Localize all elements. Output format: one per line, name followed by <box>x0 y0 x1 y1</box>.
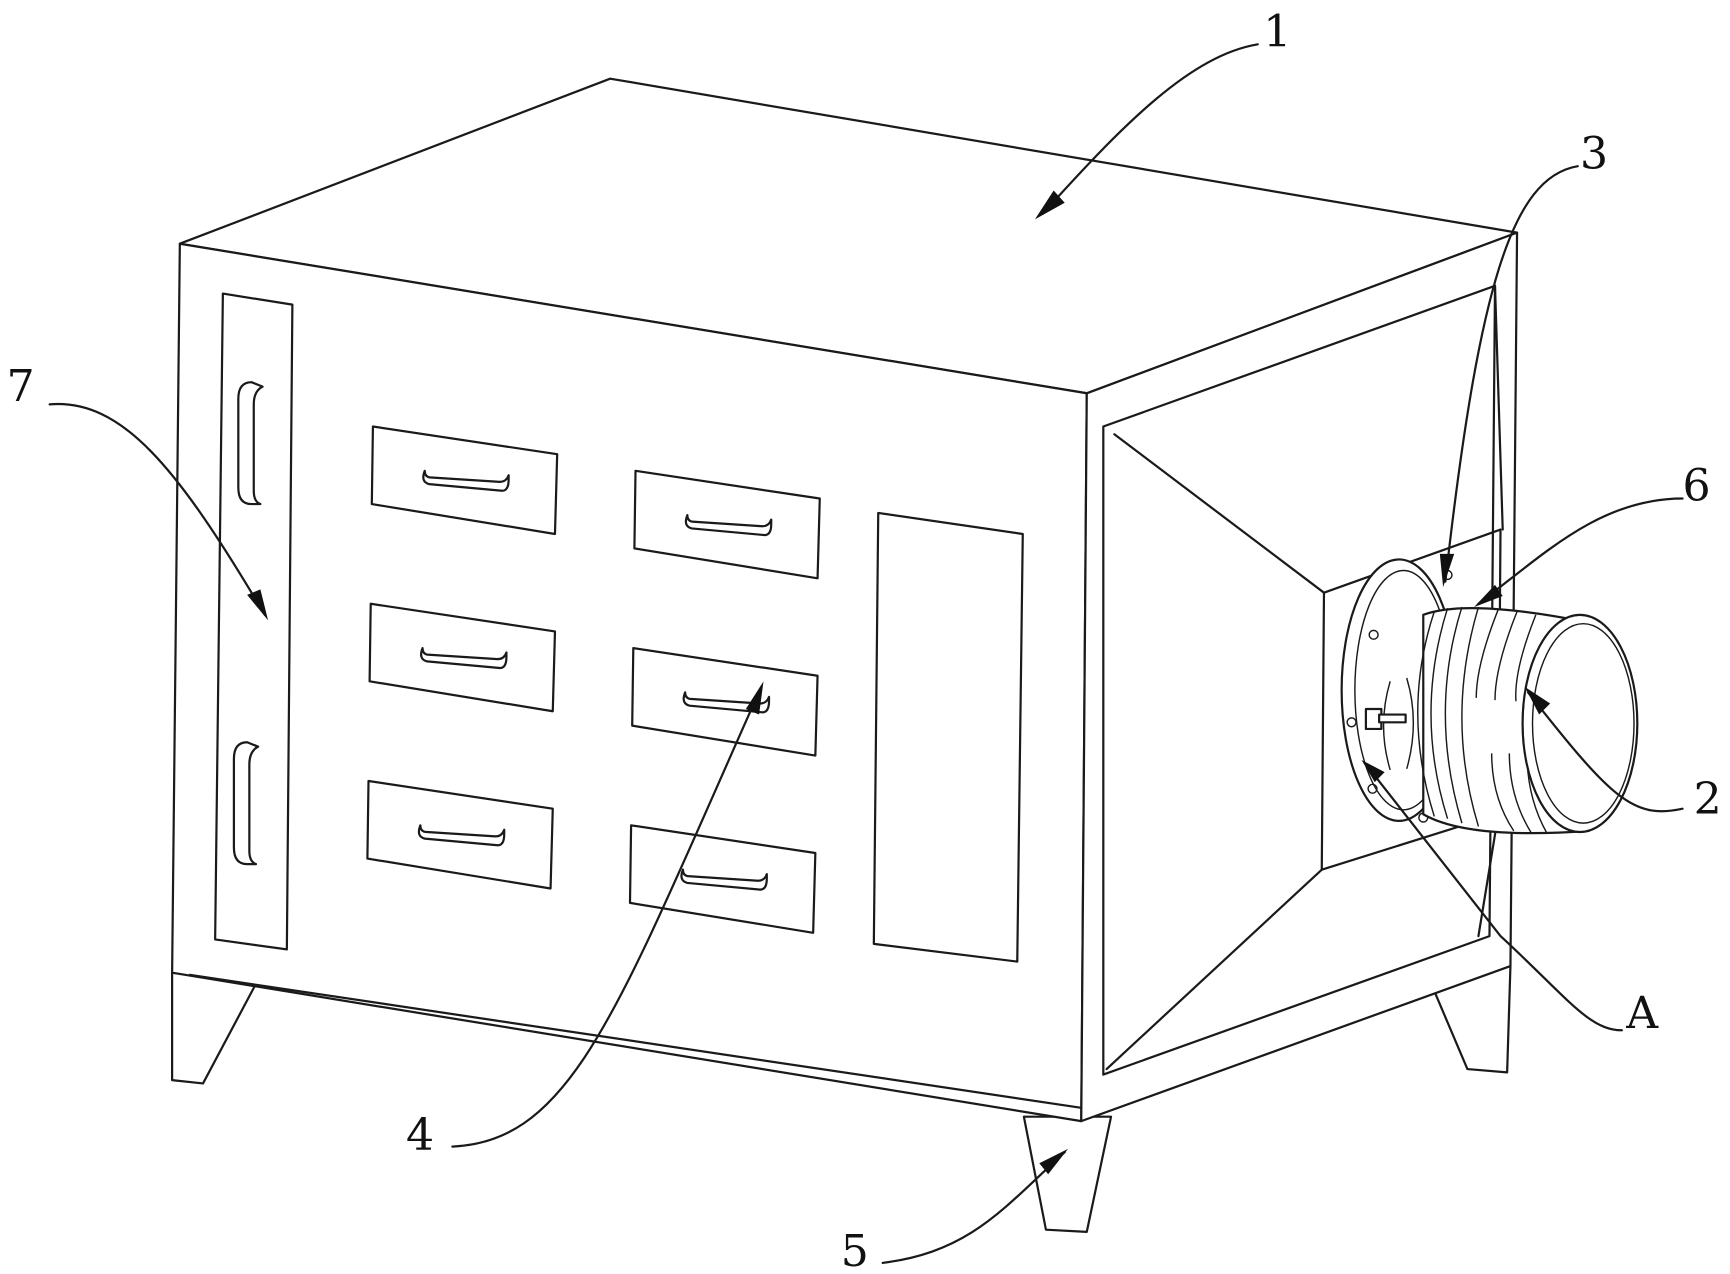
label-6: 6 <box>1683 461 1711 512</box>
label-5: 5 <box>841 1226 869 1274</box>
label-2: 2 <box>1694 774 1722 825</box>
label-7: 7 <box>7 361 35 412</box>
leg-front-left <box>172 973 256 1084</box>
front-face <box>172 244 1087 1121</box>
label-3: 3 <box>1580 128 1608 179</box>
label-4: 4 <box>406 1110 434 1161</box>
pipe-outlet <box>1523 615 1638 832</box>
label-1: 1 <box>1263 6 1291 57</box>
label-A: A <box>1625 988 1659 1039</box>
leg-front-middle <box>1024 1117 1111 1232</box>
